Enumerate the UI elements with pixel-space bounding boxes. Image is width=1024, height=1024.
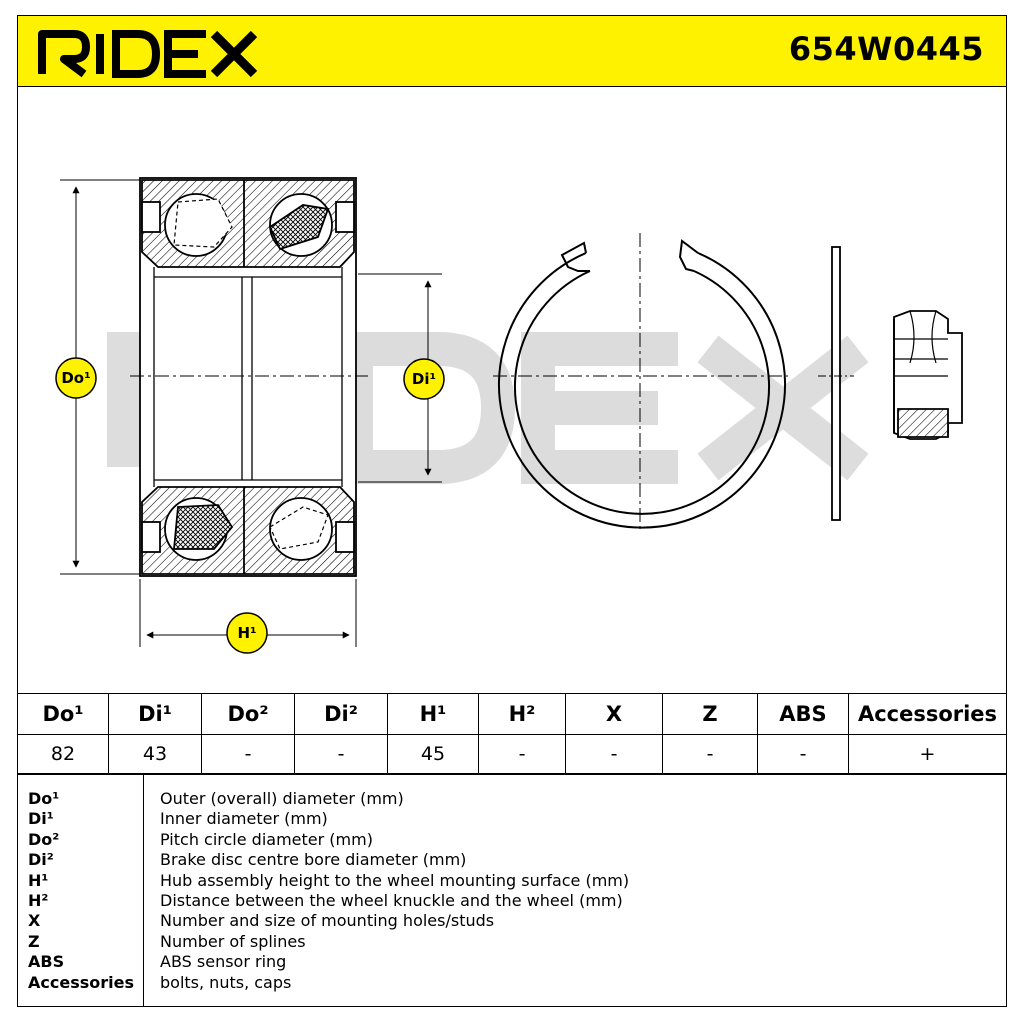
label-inner-diameter: Di¹: [412, 370, 436, 388]
wheel-bearing-section: [139, 177, 357, 577]
specs-header-cell: Do¹: [18, 693, 109, 735]
legend-text: bolts, nuts, caps: [160, 972, 292, 992]
specs-header-cell: Z: [662, 693, 758, 735]
product-sheet: 654W0445: [17, 15, 1007, 1007]
specs-table: Do¹ Di¹ Do² Di² H¹ H² X Z ABS Accessorie…: [18, 693, 1006, 774]
legend-key: H²: [28, 891, 49, 911]
header-bar: 654W0445: [18, 16, 1006, 87]
legend: Do¹ Di¹ Do² Di² H¹ H² X Z ABS Accessorie…: [18, 774, 1006, 1007]
legend-key: H¹: [28, 870, 49, 890]
legend-text: Inner diameter (mm): [160, 809, 328, 829]
part-number: 654W0445: [788, 30, 984, 68]
specs-header-cell: ABS: [757, 693, 849, 735]
specs-value-cell: -: [201, 734, 295, 774]
specs-value-cell: 82: [18, 734, 109, 774]
specs-header-cell: X: [565, 693, 663, 735]
legend-text: Number and size of mounting holes/studs: [160, 911, 495, 931]
technical-diagram: Do¹ Di¹ H¹: [55, 177, 963, 654]
badge-inner-diameter: Di¹: [403, 358, 445, 400]
specs-header-cell: Do²: [201, 693, 295, 735]
specs-value-cell: -: [294, 734, 388, 774]
legend-key: Di¹: [28, 809, 54, 829]
legend-key: Z: [28, 931, 40, 951]
specs-value-cell: -: [662, 734, 758, 774]
legend-keys: Do¹ Di¹ Do² Di² H¹ H² X Z ABS Accessorie…: [18, 775, 144, 1007]
specs-value-cell: 43: [108, 734, 202, 774]
legend-descriptions: Outer (overall) diameter (mm) Inner diam…: [160, 775, 629, 993]
circlip-ring: [498, 239, 786, 529]
legend-key: Do¹: [28, 789, 60, 808]
specs-header-cell: H²: [478, 693, 566, 735]
legend-key: ABS: [28, 952, 65, 972]
specs-value-cell: +: [848, 734, 1006, 774]
legend-key: Di²: [28, 850, 54, 870]
badge-outer-diameter: Do¹: [55, 357, 97, 399]
legend-text: Outer (overall) diameter (mm): [160, 789, 404, 808]
specs-value-row: 82 43 - - 45 - - - - +: [18, 734, 1006, 774]
specs-header-row: Do¹ Di¹ Do² Di² H¹ H² X Z ABS Accessorie…: [18, 693, 1006, 735]
legend-key: X: [28, 911, 41, 931]
specs-value-cell: -: [565, 734, 663, 774]
hub-nut: [893, 310, 963, 440]
legend-text: Pitch circle diameter (mm): [160, 829, 373, 849]
circlip-side-profile: [831, 246, 841, 521]
legend-text: Distance between the wheel knuckle and t…: [160, 891, 623, 911]
legend-text: Number of splines: [160, 931, 306, 951]
specs-value-cell: -: [757, 734, 849, 774]
legend-text: Hub assembly height to the wheel mountin…: [160, 870, 630, 890]
specs-header-cell: Di¹: [108, 693, 202, 735]
legend-key: Accessories: [28, 972, 134, 992]
specs-header-cell: H¹: [387, 693, 479, 735]
legend-text: ABS sensor ring: [160, 952, 287, 972]
specs-value-cell: -: [478, 734, 566, 774]
ridex-logo: [38, 30, 258, 78]
legend-text: Brake disc centre bore diameter (mm): [160, 850, 467, 870]
badge-height: H¹: [226, 612, 268, 654]
label-height: H¹: [237, 624, 256, 642]
specs-header-cell: Di²: [294, 693, 388, 735]
circlip-centerlines: [493, 233, 788, 531]
label-outer-diameter: Do¹: [61, 369, 90, 387]
specs-value-cell: 45: [387, 734, 479, 774]
legend-key: Do²: [28, 829, 60, 849]
specs-header-cell: Accessories: [848, 693, 1006, 735]
